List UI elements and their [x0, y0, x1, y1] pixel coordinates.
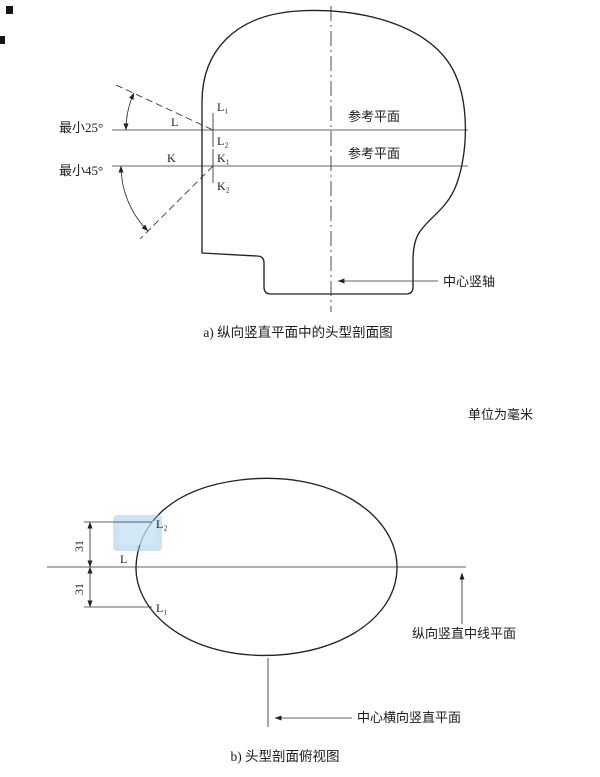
dimension-value-upper: 31: [72, 540, 86, 552]
scan-artifact: [0, 36, 5, 44]
point-l2-label-top-view: L₂: [156, 517, 168, 531]
head-top-view-outline: [135, 477, 398, 657]
figure-b-caption: b) 头型剖面俯视图: [230, 749, 339, 764]
angle-45-arc: [118, 165, 149, 232]
point-k-label: K: [167, 151, 176, 165]
angle-25-construction-line: [115, 84, 214, 131]
point-l-label-top-view: L: [120, 552, 127, 566]
central-transverse-plane-label: 中心横向竖直平面: [357, 710, 461, 725]
longitudinal-midline-plane-label: 纵向竖直中线平面: [412, 626, 516, 641]
figure-a-head-profile: 最小25° 最小45° L₁ L L₂ K K₁ K₂ 参考平面 参考平面 中心…: [59, 6, 495, 312]
min-45-label: 最小45°: [59, 163, 103, 178]
angle-25-arc: [123, 92, 135, 131]
point-l1-label: L₁: [217, 100, 229, 114]
point-k1-label: K₁: [217, 151, 230, 165]
figure-a-caption: a) 纵向竖直平面中的头型剖面图: [203, 325, 392, 340]
reference-plane-lower-label: 参考平面: [348, 146, 400, 161]
point-k2-label: K₂: [217, 179, 230, 193]
point-l2-label: L₂: [217, 134, 229, 148]
head-profile-outline: [201, 9, 467, 295]
dimension-value-lower: 31: [72, 583, 86, 595]
scan-artifact: [6, 6, 13, 14]
reference-plane-upper-label: 参考平面: [348, 109, 400, 124]
angle-45-construction-line: [139, 165, 214, 240]
figure-b-head-top-view: 31 31 L₂ L L₁ 纵向竖直中线平面 中心横向竖直平面: [47, 477, 516, 727]
point-l1-label-top-view: L₁: [156, 601, 168, 615]
central-vertical-axis-label: 中心竖轴: [443, 274, 495, 289]
min-25-label: 最小25°: [59, 120, 103, 135]
point-l-label: L: [171, 115, 178, 129]
watermark-stamp: [113, 515, 162, 551]
units-note: 单位为毫米: [468, 407, 533, 422]
